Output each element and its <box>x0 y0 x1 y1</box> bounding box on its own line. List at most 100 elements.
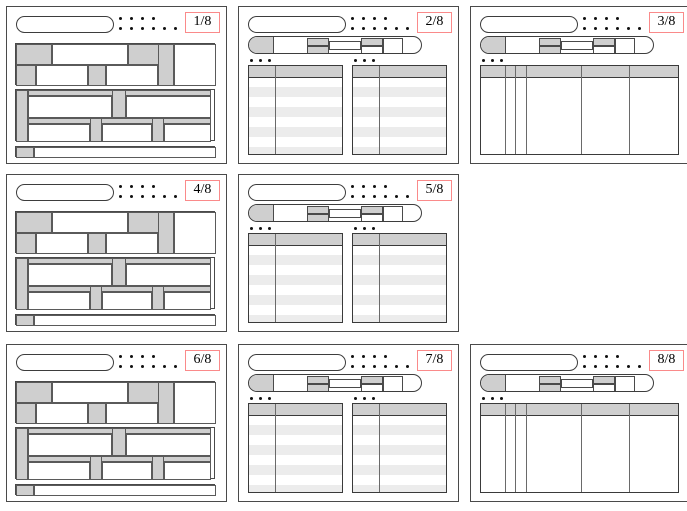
table-column-divider[interactable] <box>379 234 381 322</box>
grid-cell[interactable] <box>106 65 158 86</box>
toolbar-segment-active[interactable] <box>481 37 506 53</box>
table-left[interactable] <box>248 403 343 493</box>
grid-cell[interactable] <box>88 65 106 86</box>
grid-cell[interactable] <box>174 44 216 86</box>
toolbar-segment[interactable] <box>329 41 361 50</box>
panel-4[interactable]: 4/8 <box>6 174 227 332</box>
panel-2[interactable]: 2/8 <box>238 6 459 164</box>
toolbar-segment[interactable] <box>307 214 329 221</box>
grid-cell[interactable] <box>128 382 162 403</box>
grid-divider[interactable] <box>112 258 126 286</box>
table-right[interactable] <box>352 65 447 155</box>
toolbar-segment-active[interactable] <box>249 37 274 53</box>
grid-rail[interactable] <box>16 90 28 142</box>
table-column-divider[interactable] <box>379 404 381 492</box>
grid-cell[interactable] <box>164 462 211 480</box>
grid-divider[interactable] <box>90 286 102 310</box>
grid-divider[interactable] <box>152 456 164 480</box>
toolbar-segment-active[interactable] <box>481 375 506 391</box>
table-wide[interactable] <box>480 403 679 493</box>
grid-cell[interactable] <box>28 434 112 456</box>
table-column-divider[interactable] <box>526 404 528 492</box>
panel-7[interactable]: 7/8 <box>238 344 459 502</box>
grid-cell[interactable] <box>88 403 106 424</box>
toolbar-segment[interactable] <box>361 38 383 46</box>
grid-divider[interactable] <box>152 286 164 310</box>
toolbar-segment[interactable] <box>593 46 615 53</box>
toolbar-segment[interactable] <box>539 384 561 391</box>
table-right[interactable] <box>352 233 447 323</box>
segmented-toolbar-pill[interactable] <box>480 36 654 54</box>
grid-cell[interactable] <box>102 124 152 142</box>
grid-cell[interactable] <box>128 212 162 233</box>
grid-divider[interactable] <box>158 212 174 254</box>
grid-divider[interactable] <box>152 118 164 142</box>
grid-cell[interactable] <box>36 403 88 424</box>
grid-cell[interactable] <box>174 212 216 254</box>
toolbar-segment[interactable] <box>361 46 383 53</box>
toolbar-segment[interactable] <box>561 41 593 50</box>
segmented-toolbar-pill[interactable] <box>248 36 422 54</box>
grid-divider[interactable] <box>112 428 126 456</box>
grid-cell[interactable] <box>16 212 52 233</box>
grid-cell[interactable] <box>174 382 216 424</box>
grid-cell[interactable] <box>102 292 152 310</box>
grid-divider[interactable] <box>112 90 126 118</box>
grid-cell[interactable] <box>126 96 211 118</box>
panel-6[interactable]: 6/8 <box>6 344 227 502</box>
segmented-toolbar-pill[interactable] <box>480 374 654 392</box>
toolbar-segment[interactable] <box>383 206 403 221</box>
grid-cell[interactable] <box>52 44 128 65</box>
table-column-divider[interactable] <box>526 66 528 154</box>
grid-cell[interactable] <box>106 233 158 254</box>
toolbar-segment[interactable] <box>539 38 561 46</box>
grid-bar[interactable] <box>28 286 211 292</box>
toolbar-segment[interactable] <box>329 209 361 218</box>
toolbar-segment[interactable] <box>307 46 329 53</box>
table-column-divider[interactable] <box>629 66 631 154</box>
toolbar-segment[interactable] <box>361 376 383 384</box>
grid-cell[interactable] <box>52 382 128 403</box>
table-left[interactable] <box>248 233 343 323</box>
grid-cell[interactable] <box>126 434 211 456</box>
toolbar-segment[interactable] <box>539 46 561 53</box>
grid-cell[interactable] <box>164 124 211 142</box>
toolbar-segment[interactable] <box>307 376 329 384</box>
grid-cell[interactable] <box>106 403 158 424</box>
grid-cell[interactable] <box>16 44 52 65</box>
search-pill[interactable] <box>248 354 346 371</box>
grid-cell[interactable] <box>28 96 112 118</box>
search-pill[interactable] <box>248 184 346 201</box>
search-pill[interactable] <box>248 16 346 33</box>
grid-cell[interactable] <box>102 462 152 480</box>
search-pill[interactable] <box>480 354 578 371</box>
grid-cell[interactable] <box>28 462 90 480</box>
toolbar-segment[interactable] <box>307 384 329 391</box>
table-column-divider[interactable] <box>515 66 517 154</box>
table-column-divider[interactable] <box>275 404 277 492</box>
table-column-divider[interactable] <box>515 404 517 492</box>
toolbar-segment[interactable] <box>383 376 403 391</box>
toolbar-segment[interactable] <box>329 379 361 388</box>
panel-8[interactable]: 8/8 <box>470 344 687 502</box>
toolbar-segment[interactable] <box>383 38 403 53</box>
grid-cell[interactable] <box>28 264 112 286</box>
toolbar-segment[interactable] <box>561 379 593 388</box>
grid-cell[interactable] <box>16 233 36 254</box>
grid-cell[interactable] <box>36 233 88 254</box>
grid-cell[interactable] <box>126 264 211 286</box>
grid-divider[interactable] <box>90 456 102 480</box>
table-column-divider[interactable] <box>505 404 507 492</box>
table-right[interactable] <box>352 403 447 493</box>
table-wide[interactable] <box>480 65 679 155</box>
table-column-divider[interactable] <box>275 234 277 322</box>
panel-1[interactable]: 1/8 <box>6 6 227 164</box>
toolbar-segment[interactable] <box>539 376 561 384</box>
grid-cell[interactable] <box>36 65 88 86</box>
segmented-toolbar-pill[interactable] <box>248 374 422 392</box>
toolbar-segment[interactable] <box>593 376 615 384</box>
grid-rail[interactable] <box>16 428 28 480</box>
toolbar-segment-active[interactable] <box>249 375 274 391</box>
table-column-divider[interactable] <box>505 66 507 154</box>
grid-cell[interactable] <box>128 44 162 65</box>
